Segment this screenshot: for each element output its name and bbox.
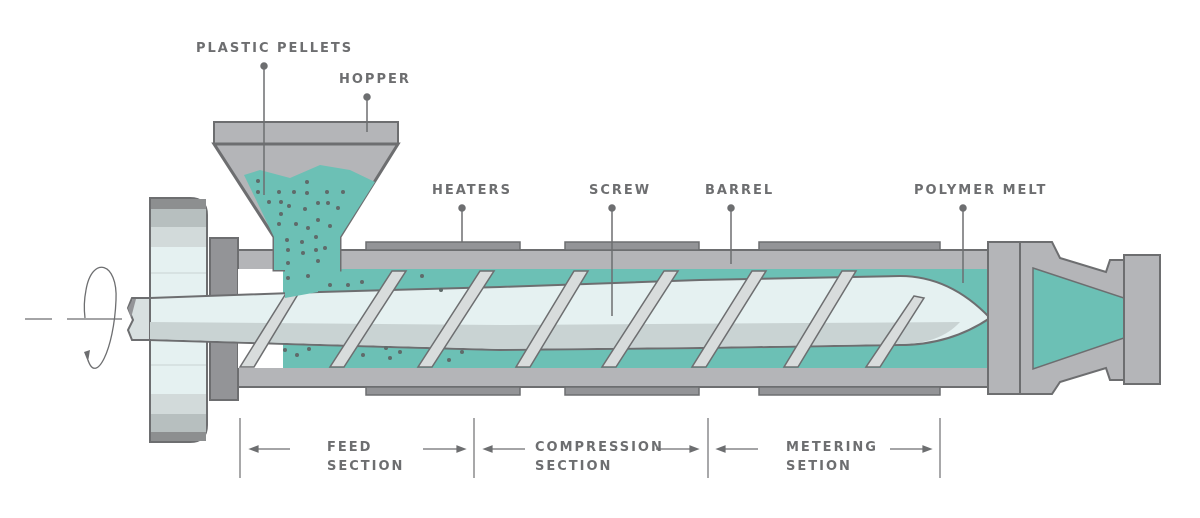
die-head (987, 241, 1161, 395)
section-arrows (248, 445, 933, 453)
screw (149, 270, 992, 368)
label-barrel: BARREL (705, 183, 774, 198)
label-polymer-melt: POLYMER MELT (914, 183, 1047, 198)
label-plastic-pellets: PLASTIC PELLETS (196, 41, 353, 56)
drive-shaft (126, 297, 151, 341)
section-feed-line2: SECTION (327, 459, 404, 474)
label-hopper: HOPPER (339, 72, 411, 87)
pellets-barrel (283, 274, 464, 362)
hopper (211, 121, 401, 298)
label-screw: SCREW (589, 183, 651, 198)
label-heaters: HEATERS (432, 183, 512, 198)
pellets-hopper (256, 179, 345, 280)
heaters (365, 241, 941, 396)
section-metering-line1: METERING (786, 440, 878, 455)
section-dividers (239, 418, 941, 478)
section-compression-line1: COMPRESSION (535, 440, 664, 455)
section-compression-line2: SECTION (535, 459, 612, 474)
section-feed-line1: FEED (327, 440, 372, 455)
section-metering-line2: SETION (786, 459, 852, 474)
callout-lines (260, 62, 967, 316)
rotation-arrow-icon (25, 266, 122, 369)
